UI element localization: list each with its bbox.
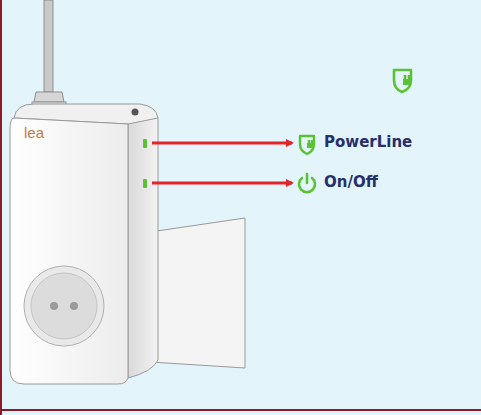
indicator-label: On/Off	[324, 173, 378, 191]
indicator-label: PowerLine	[324, 133, 412, 151]
brand-logo: lea	[24, 124, 44, 141]
